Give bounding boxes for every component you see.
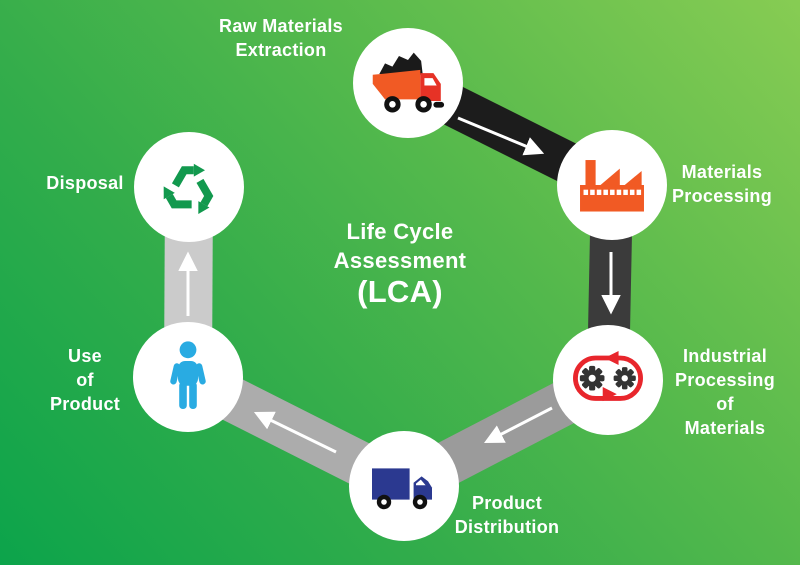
- flow-arrow-1: [457, 116, 545, 156]
- person-icon: [170, 341, 206, 409]
- stage-circle-product-distribution: [349, 431, 459, 541]
- stage-label-use-of-product: Use of Product: [49, 346, 121, 414]
- factory-icon: [580, 160, 644, 212]
- recycle-icon: [163, 163, 214, 215]
- stage-circle-use-of-product: [133, 322, 243, 432]
- flow-arrow-4: [253, 411, 337, 454]
- title-line-2: Assessment: [333, 248, 467, 273]
- delivery-truck-icon: [372, 468, 432, 510]
- stage-label-industrial-processing: Industrial Processing of Materials: [674, 346, 776, 438]
- stage-label-raw-materials-extraction: Raw Materials Extraction: [219, 16, 343, 60]
- flow-arrow-3: [484, 406, 553, 444]
- stage-label-materials-processing: Materials Processing: [671, 162, 773, 206]
- stage-label-disposal: Disposal: [46, 173, 124, 193]
- gears-cycle-icon: [573, 350, 643, 402]
- stage-label-product-distribution: Product Distribution: [454, 493, 560, 537]
- title-line-3: (LCA): [357, 274, 443, 309]
- title-line-1: Life Cycle: [346, 219, 454, 244]
- stage-circle-disposal: [134, 132, 244, 242]
- stage-circle-raw-materials-extraction: [353, 28, 463, 138]
- stage-circle-industrial-processing: [553, 325, 663, 435]
- stage-circle-materials-processing: [557, 130, 667, 240]
- diagram-title: Life Cycle Assessment (LCA): [334, 217, 467, 309]
- dump-truck-icon: [372, 52, 445, 113]
